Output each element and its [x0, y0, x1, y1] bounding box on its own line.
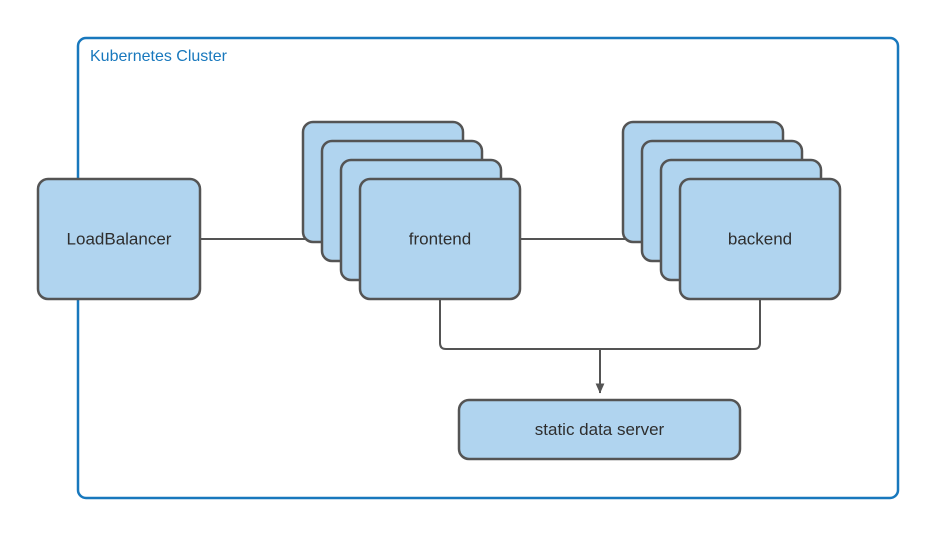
- node-frontend-label: frontend: [409, 229, 471, 248]
- node-backend-label: backend: [728, 229, 792, 248]
- edge-frontend-to-static-data-server: [439, 299, 600, 350]
- node-loadbalancer-label: LoadBalancer: [67, 229, 172, 248]
- node-backend-box[interactable]: [678, 177, 842, 301]
- node-static-data-server[interactable]: static data server: [457, 398, 742, 461]
- node-static-data-server-box[interactable]: [457, 398, 742, 461]
- node-loadbalancer-box[interactable]: [36, 177, 202, 301]
- node-frontend[interactable]: frontend: [301, 120, 522, 301]
- edge-backend-to-static-data-server: [600, 299, 761, 350]
- node-frontend-box[interactable]: [358, 177, 522, 301]
- node-backend[interactable]: backend: [621, 120, 842, 301]
- cluster-label: Kubernetes Cluster: [90, 48, 228, 65]
- node-loadbalancer[interactable]: LoadBalancer: [36, 177, 202, 301]
- node-static-data-server-label: static data server: [535, 420, 665, 439]
- node-layer: LoadBalancer frontend backend static data s…: [36, 120, 842, 461]
